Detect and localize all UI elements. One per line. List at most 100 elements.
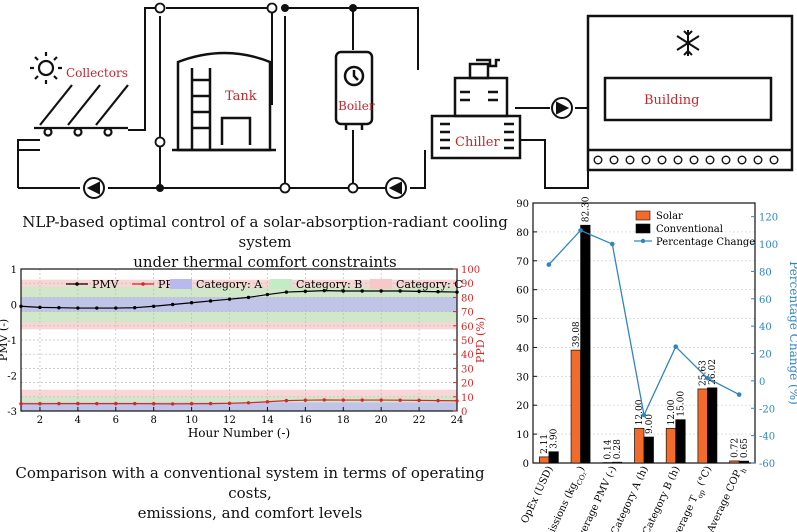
point-pmv bbox=[284, 290, 289, 294]
point-ppd bbox=[417, 398, 421, 403]
y2-tick-label: -20 bbox=[759, 404, 775, 415]
building-label: Building bbox=[644, 93, 699, 108]
y2-tick-label: 0 bbox=[461, 407, 467, 418]
pipe-left-return bbox=[17, 139, 80, 189]
x-tick-label: 22 bbox=[413, 415, 426, 426]
y-tick-label: 80 bbox=[516, 228, 529, 239]
y-tick-label: 30 bbox=[516, 372, 529, 383]
bar-conventional bbox=[611, 461, 623, 464]
legend-swatch bbox=[270, 279, 292, 289]
bar-value-label: 12.00 bbox=[667, 399, 677, 425]
legend-label: Solar bbox=[656, 211, 683, 222]
bar-value-label: 0.65 bbox=[740, 438, 750, 458]
y2-tick-label: 100 bbox=[759, 240, 778, 251]
legend-swatch bbox=[170, 279, 192, 289]
y2-tick-label: 30 bbox=[461, 364, 474, 375]
x-tick-label: 8 bbox=[151, 415, 157, 426]
bar-value-label: 2.11 bbox=[540, 434, 550, 454]
point-pmv bbox=[76, 306, 80, 310]
point-pmv bbox=[151, 304, 156, 308]
point-ppd bbox=[114, 401, 118, 406]
y-tick-label: -3 bbox=[7, 407, 17, 418]
y2-tick-label: 70 bbox=[461, 308, 474, 319]
legend-label: PMV bbox=[92, 278, 120, 291]
y2-tick-label: 80 bbox=[759, 267, 772, 278]
bar-value-label: 0.28 bbox=[613, 439, 623, 459]
point-ppd bbox=[208, 401, 213, 406]
legend-label: Category: A bbox=[196, 278, 263, 291]
point-ppd bbox=[19, 402, 23, 406]
chiller-label: Chiller bbox=[455, 135, 500, 150]
bar-value-label: 0.72 bbox=[730, 438, 740, 458]
percentage-change-point bbox=[578, 228, 583, 233]
y2-tick-label: 20 bbox=[759, 350, 772, 361]
radiant-pipes-icon bbox=[593, 155, 779, 165]
series-line-ppd bbox=[21, 399, 458, 405]
y2-tick-label: 90 bbox=[461, 279, 474, 290]
y-tick-label: 0 bbox=[523, 459, 529, 470]
point-pmv bbox=[95, 306, 99, 310]
collectors-label: Collectors bbox=[66, 66, 128, 80]
point-pmv bbox=[436, 290, 440, 294]
tank-label: Tank bbox=[225, 89, 257, 104]
point-pmv bbox=[19, 304, 23, 308]
percentage-change-point bbox=[673, 344, 679, 349]
chart2-percentage-line bbox=[546, 228, 742, 418]
series-line-pmv bbox=[20, 290, 458, 309]
point-ppd bbox=[95, 401, 99, 406]
boiler-label: Boiler bbox=[338, 99, 375, 113]
bar-value-label: 26.02 bbox=[708, 359, 718, 385]
y-tick-label: 20 bbox=[516, 401, 529, 412]
bar-solar bbox=[665, 427, 677, 464]
y2-tick-label: 40 bbox=[759, 322, 772, 333]
point-pmv bbox=[265, 292, 270, 297]
point-ppd bbox=[133, 401, 137, 406]
band-ppd bbox=[21, 402, 457, 411]
chart1-xlabel: Hour Number (-) bbox=[188, 426, 290, 440]
percentage-change-point bbox=[736, 392, 742, 397]
y-tick-label: 60 bbox=[516, 286, 529, 297]
point-pmv bbox=[379, 289, 383, 293]
x-tick-label: 18 bbox=[337, 415, 350, 426]
x-tick-label: 14 bbox=[261, 415, 274, 426]
y-tick-label: 50 bbox=[516, 315, 529, 326]
figure-summary: Comparison with a conventional system in… bbox=[0, 463, 500, 523]
point-ppd bbox=[76, 401, 80, 406]
x-tick-label: 2 bbox=[37, 415, 43, 426]
y2-tick-label: 60 bbox=[461, 322, 474, 333]
point-ppd bbox=[227, 401, 232, 406]
y-tick-label: -1 bbox=[7, 336, 17, 347]
y-tick-label: 0 bbox=[11, 301, 17, 312]
point-ppd bbox=[455, 399, 459, 403]
point-ppd bbox=[398, 398, 402, 402]
bar-solar bbox=[538, 456, 550, 464]
y-tick-label: 1 bbox=[11, 265, 17, 276]
point-ppd bbox=[246, 401, 251, 405]
point-pmv bbox=[322, 288, 327, 293]
pipe-junctions bbox=[154, 2, 359, 194]
x-tick-label: 24 bbox=[451, 415, 464, 426]
figure-title-line2: under thermal comfort constraints bbox=[133, 253, 397, 271]
percentage-change-point bbox=[641, 412, 647, 418]
pump-building-icon bbox=[551, 97, 573, 119]
legend-marker bbox=[640, 238, 646, 244]
point-pmv bbox=[246, 295, 251, 300]
y2-tick-label: 80 bbox=[461, 293, 474, 304]
snowflake-icon bbox=[676, 30, 700, 56]
legend-label: Category: B bbox=[296, 278, 362, 291]
point-pmv bbox=[341, 289, 345, 293]
bar-value-label: 25.63 bbox=[699, 360, 709, 386]
bar-conventional bbox=[675, 419, 686, 464]
point-pmv bbox=[208, 299, 213, 303]
point-ppd bbox=[436, 398, 440, 403]
y-tick-label: 10 bbox=[516, 430, 529, 441]
point-ppd bbox=[284, 398, 289, 403]
point-pmv bbox=[114, 306, 118, 310]
pump-left-icon bbox=[83, 177, 105, 199]
legend-label: Percentage Change bbox=[656, 237, 755, 248]
bar-value-label: 39.08 bbox=[572, 321, 582, 347]
